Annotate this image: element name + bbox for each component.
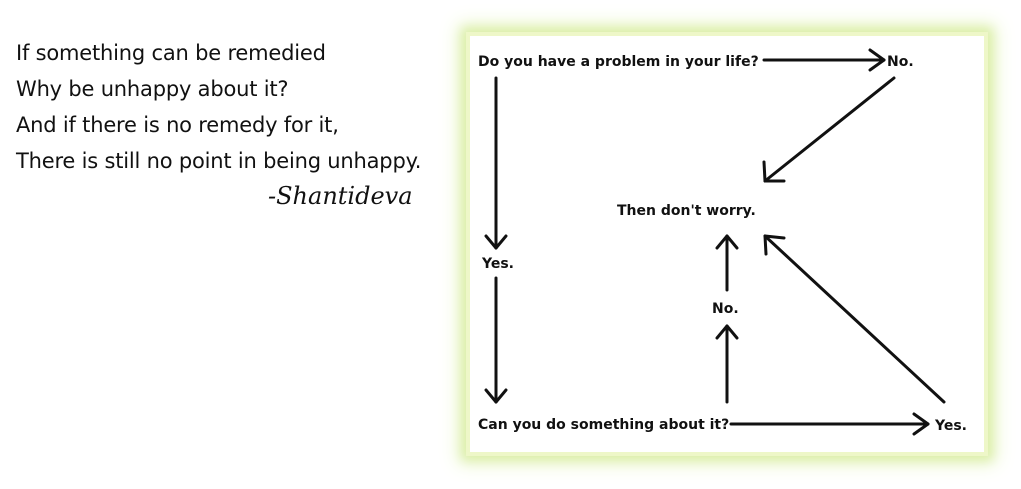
arrow-problem-to-no (762, 48, 886, 72)
quote-author: -Shantideva (268, 182, 413, 210)
node-no-top: No. (887, 54, 914, 70)
quote-line-2: Why be unhappy about it? (16, 77, 289, 101)
quote-text: If something can be remedied Why be unha… (16, 35, 421, 179)
arrow-yes-to-action (484, 276, 508, 404)
arrow-action-to-yes (729, 412, 930, 436)
quote-line-3: And if there is no remedy for it, (16, 113, 339, 137)
quote-line-4: There is still no point in being unhappy… (16, 149, 422, 173)
arrow-problem-to-yes (484, 76, 508, 250)
node-problem-question: Do you have a problem in your life? (478, 54, 759, 70)
node-yes-right: Yes. (934, 418, 967, 434)
node-conclusion: Then don't worry. (617, 203, 756, 219)
node-no-middle: No. (712, 301, 739, 317)
node-yes-left: Yes. (481, 256, 514, 272)
arrow-yes-to-conclusion (763, 234, 946, 404)
arrow-no-to-conclusion (762, 76, 896, 183)
quote-line-1: If something can be remedied (16, 41, 326, 65)
arrow-action-to-middle-no (715, 324, 739, 404)
node-action-question: Can you do something about it? (478, 417, 729, 433)
arrow-middle-no-to-conclusion (715, 234, 739, 292)
